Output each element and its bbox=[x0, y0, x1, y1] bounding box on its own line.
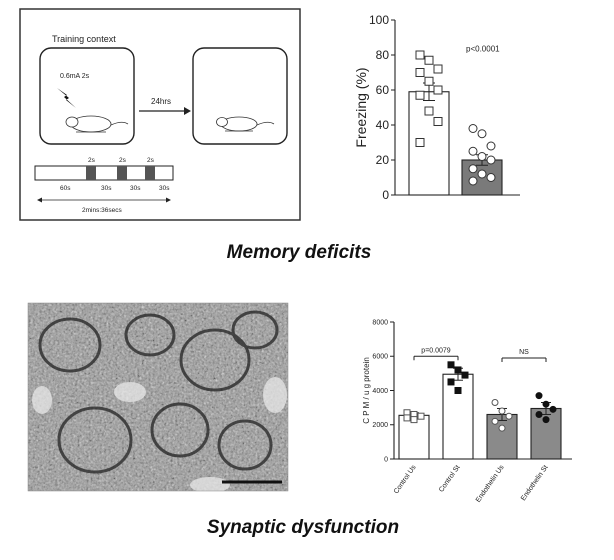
segment-label: 60s bbox=[60, 185, 71, 192]
data-point bbox=[433, 117, 443, 126]
data-point bbox=[433, 64, 443, 74]
delay-label: 24hrs bbox=[151, 97, 171, 106]
arrow-head-icon bbox=[166, 197, 171, 203]
data-point bbox=[415, 90, 425, 100]
data-point bbox=[477, 129, 487, 139]
bar bbox=[486, 413, 518, 460]
y-tick-label: 100 bbox=[369, 13, 389, 27]
shock-mark-label: 2s bbox=[119, 157, 127, 164]
data-point bbox=[491, 398, 499, 406]
data-point bbox=[468, 176, 478, 186]
data-point bbox=[424, 106, 434, 116]
mouse-icon bbox=[65, 115, 129, 133]
mouse-icon bbox=[216, 116, 275, 132]
timeline-bar bbox=[34, 165, 174, 181]
data-point bbox=[486, 155, 496, 165]
y-tick-label: 40 bbox=[376, 118, 390, 132]
y-tick-label: 20 bbox=[376, 153, 390, 167]
data-point bbox=[535, 410, 543, 418]
y-tick-label: 60 bbox=[376, 83, 390, 97]
comparison-label: p=0.0079 bbox=[421, 347, 450, 354]
data-point bbox=[454, 387, 462, 394]
data-point bbox=[468, 164, 478, 174]
training-context-label: Training context bbox=[52, 34, 116, 44]
caption-synaptic-dysfunction: Synaptic dysfunction bbox=[207, 517, 399, 538]
caption-memory-deficits: Memory deficits bbox=[227, 242, 372, 263]
data-point bbox=[447, 361, 455, 369]
data-point bbox=[447, 378, 455, 386]
data-point bbox=[415, 138, 425, 147]
segment-label: 30s bbox=[130, 185, 141, 192]
shock-mark-label: 2s bbox=[88, 157, 96, 164]
data-point bbox=[486, 173, 496, 182]
total-duration-label: 2mins:36secs bbox=[82, 207, 122, 214]
category-label: Endothelin St bbox=[520, 464, 550, 502]
data-point bbox=[417, 412, 425, 420]
category-label: Control Us bbox=[393, 464, 418, 496]
bar bbox=[442, 373, 474, 460]
data-point bbox=[454, 366, 462, 374]
data-point bbox=[415, 68, 425, 77]
data-point bbox=[477, 169, 487, 179]
category-label: Endothelin Us bbox=[475, 464, 506, 504]
data-point bbox=[403, 414, 411, 422]
training-chamber bbox=[39, 47, 135, 145]
data-point bbox=[410, 416, 418, 424]
data-point bbox=[498, 407, 506, 415]
data-point bbox=[468, 124, 478, 133]
data-point bbox=[424, 76, 434, 86]
segment-label: 30s bbox=[101, 185, 112, 192]
data-point bbox=[505, 412, 513, 420]
data-point bbox=[491, 417, 499, 425]
segment-label: 30s bbox=[159, 185, 170, 192]
category-label: Control St bbox=[438, 464, 462, 494]
test-chamber bbox=[192, 47, 288, 145]
shock-mark-1 bbox=[86, 166, 96, 180]
micrograph-image bbox=[27, 302, 289, 492]
y-tick-label: 0 bbox=[384, 456, 388, 463]
y-axis-label: Freezing (%) bbox=[353, 67, 369, 147]
data-point bbox=[498, 424, 506, 432]
cpm-chart: 0 2000 4000 6000 8000 C P M / u g proteinCont… bbox=[362, 319, 572, 504]
data-point bbox=[461, 371, 469, 379]
shock-mark-2 bbox=[117, 166, 127, 180]
data-point bbox=[542, 400, 550, 408]
y-axis-label: C P M / u g protein bbox=[362, 357, 371, 424]
data-point bbox=[535, 392, 543, 400]
comparison-label: NS bbox=[519, 349, 529, 356]
data-point bbox=[486, 141, 496, 151]
p-value-annotation: p<0.0001 bbox=[466, 45, 500, 54]
lightning-bolt-icon bbox=[57, 88, 76, 108]
shock-mark-3 bbox=[145, 166, 155, 180]
shock-label: 0.6mA 2s bbox=[60, 73, 90, 80]
y-tick-label: 0 bbox=[382, 188, 389, 202]
data-point bbox=[549, 405, 557, 413]
shock-mark-label: 2s bbox=[147, 157, 155, 164]
data-point bbox=[468, 146, 478, 156]
y-tick-label: 2000 bbox=[372, 422, 388, 429]
y-tick-label: 8000 bbox=[372, 319, 388, 326]
data-point bbox=[542, 416, 550, 424]
training-schematic: Training context 0.6mA 2s 24hrs 2s bbox=[19, 8, 301, 221]
data-point bbox=[415, 50, 425, 60]
arrow-head-icon bbox=[37, 197, 42, 203]
arrow-head-icon bbox=[184, 107, 191, 115]
y-tick-label: 4000 bbox=[372, 388, 388, 395]
data-point bbox=[477, 152, 487, 161]
data-point bbox=[433, 85, 443, 95]
bar bbox=[530, 407, 562, 460]
y-tick-label: 6000 bbox=[372, 354, 388, 361]
y-tick-label: 80 bbox=[376, 48, 390, 62]
data-point bbox=[424, 55, 434, 65]
